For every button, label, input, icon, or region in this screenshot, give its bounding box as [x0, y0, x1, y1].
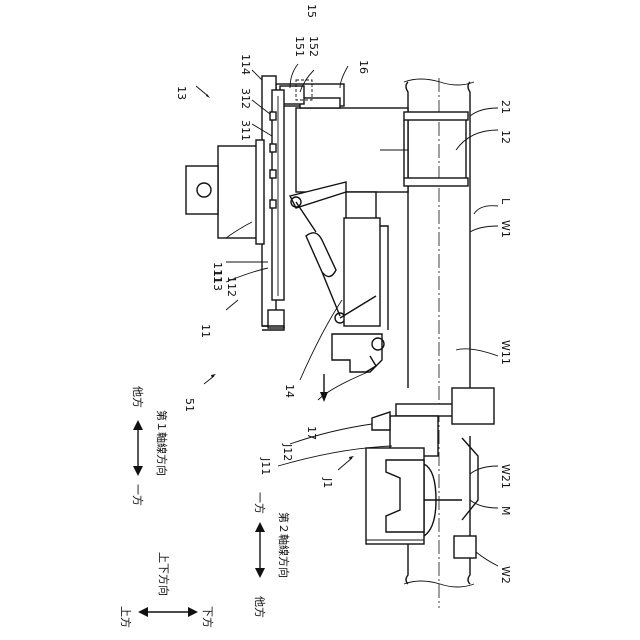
motor-111	[186, 140, 264, 244]
label-W21: W21	[499, 464, 512, 489]
label-17: 17	[305, 426, 318, 440]
link-chain-14	[290, 182, 346, 323]
label-W1: W1	[499, 220, 512, 238]
label-112: 112	[225, 276, 238, 297]
label-J12: J12	[281, 443, 294, 461]
label-W2: W2	[499, 566, 512, 584]
label-14: 14	[283, 384, 296, 398]
label-114: 114	[239, 54, 252, 75]
label-152: 152	[307, 36, 320, 57]
label-J11: J11	[259, 457, 272, 475]
label-W11: W11	[499, 340, 512, 365]
label-113: 113	[211, 270, 224, 291]
label-vertical-direction: 上下方向	[157, 552, 171, 596]
label-up: 上方	[119, 606, 133, 628]
label-one-side-2: 一方	[253, 492, 267, 514]
joint-j1	[366, 388, 494, 558]
label-other-side-1: 他方	[131, 386, 145, 408]
label-15: 15	[305, 4, 318, 18]
label-21: 21	[499, 100, 512, 114]
direction-second-axis: 一方 他方 第２軸線方向	[253, 492, 291, 618]
direction-first-axis: 他方 一方 第１軸線方向	[131, 386, 169, 506]
label-J1: J1	[321, 477, 334, 488]
label-16: 16	[357, 60, 370, 74]
plate-assembly-11	[262, 76, 284, 330]
label-one-side-1: 一方	[131, 484, 145, 506]
bracket-15	[276, 80, 344, 108]
label-second-axis-direction: 第２軸線方向	[277, 512, 291, 578]
label-other-side-2: 他方	[253, 596, 267, 618]
label-51: 51	[183, 398, 196, 412]
label-L: L	[499, 198, 512, 205]
cylinder-17	[320, 192, 388, 402]
label-first-axis-direction: 第１軸線方向	[155, 410, 169, 476]
label-11: 11	[199, 324, 212, 338]
label-312: 312	[239, 88, 252, 109]
label-down: 下方	[201, 606, 215, 628]
label-13: 13	[175, 86, 188, 100]
label-311: 311	[239, 120, 252, 141]
label-151: 151	[293, 36, 306, 57]
label-M: M	[499, 506, 512, 516]
frame-12	[296, 108, 468, 192]
direction-vertical: 上方 上下方向 下方	[119, 552, 215, 628]
label-12: 12	[499, 130, 512, 144]
